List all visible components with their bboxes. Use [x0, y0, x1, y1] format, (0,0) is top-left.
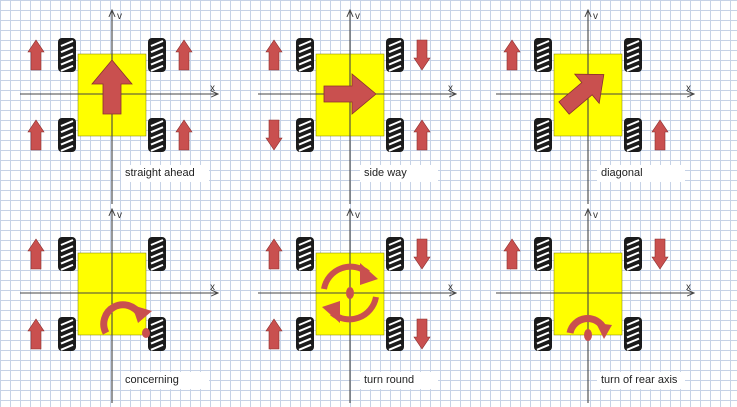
mecanum-wheel — [296, 237, 314, 271]
label-straight-ahead: straight ahead — [121, 165, 209, 182]
arrow-right-icon — [323, 73, 377, 115]
rotate-about-corner-icon — [100, 301, 152, 338]
label-concerning: concerning — [121, 372, 209, 389]
arrow-up-icon — [413, 119, 431, 151]
mecanum-wheel — [296, 317, 314, 351]
mecanum-wheel — [58, 38, 76, 72]
panel-turnround: vx — [258, 209, 456, 403]
arrow-up-icon — [503, 39, 521, 71]
arrow-up-icon — [175, 119, 193, 151]
rotate-center-icon — [321, 263, 379, 323]
mecanum-wheel — [148, 38, 166, 72]
x-axis-label: x — [448, 282, 453, 293]
mecanum-wheel — [624, 237, 642, 271]
mecanum-wheel — [296, 38, 314, 72]
panel-straight: vx — [20, 10, 218, 204]
mecanum-wheel — [534, 38, 552, 72]
arrow-up-icon — [503, 238, 521, 270]
mecanum-wheel — [624, 317, 642, 351]
x-axis-label: x — [686, 83, 691, 94]
panel-concerning: vx — [20, 209, 218, 403]
arrow-up-icon — [265, 238, 283, 270]
x-axis-label: x — [210, 83, 215, 94]
arrow-down-icon — [413, 238, 431, 270]
y-axis-label: v — [593, 210, 598, 221]
y-axis-label: v — [355, 210, 360, 221]
mecanum-wheel — [386, 118, 404, 152]
mecanum-wheel — [58, 237, 76, 271]
arrow-diagonal-icon — [558, 73, 605, 115]
mecanum-wheel — [296, 118, 314, 152]
arrow-up-icon — [27, 119, 45, 151]
x-axis-label: x — [686, 282, 691, 293]
y-axis-label: v — [117, 11, 122, 22]
mecanum-wheel — [624, 118, 642, 152]
y-axis-label: v — [593, 11, 598, 22]
mecanum-wheel — [148, 237, 166, 271]
rotate-rear-axis-icon — [566, 315, 612, 341]
arrow-down-icon — [413, 318, 431, 350]
arrow-down-icon — [651, 238, 669, 270]
label-diagonal: diagonal — [597, 165, 685, 182]
panel-rearaxis: vx — [496, 209, 694, 403]
mecanum-wheel — [148, 317, 166, 351]
arrow-up-icon — [27, 238, 45, 270]
arrow-down-icon — [413, 39, 431, 71]
label-turn-of-rear-axis: turn of rear axis — [597, 372, 685, 389]
mecanum-wheel — [386, 237, 404, 271]
arrow-up-icon — [27, 39, 45, 71]
mecanum-wheel — [386, 38, 404, 72]
x-axis-label: x — [448, 83, 453, 94]
label-turn-round: turn round — [360, 372, 438, 389]
mecanum-wheel — [534, 237, 552, 271]
arrow-up-icon — [265, 318, 283, 350]
mecanum-wheel — [534, 118, 552, 152]
mecanum-wheel — [386, 317, 404, 351]
mecanum-wheel — [534, 317, 552, 351]
mecanum-wheel — [58, 118, 76, 152]
arrow-up-icon — [265, 39, 283, 71]
arrow-up-icon — [651, 119, 669, 151]
mecanum-wheel — [148, 118, 166, 152]
mecanum-wheel — [58, 317, 76, 351]
y-axis-label: v — [117, 210, 122, 221]
label-side-way: side way — [360, 165, 438, 182]
x-axis-label: x — [210, 282, 215, 293]
panel-sideway: vx — [258, 10, 456, 204]
arrow-up-icon — [175, 39, 193, 71]
panel-diagonal: vx — [496, 10, 694, 204]
arrow-down-icon — [265, 119, 283, 151]
y-axis-label: v — [355, 11, 360, 22]
arrow-up-icon — [27, 318, 45, 350]
mecanum-wheel — [624, 38, 642, 72]
arrow-up-icon — [91, 59, 133, 115]
